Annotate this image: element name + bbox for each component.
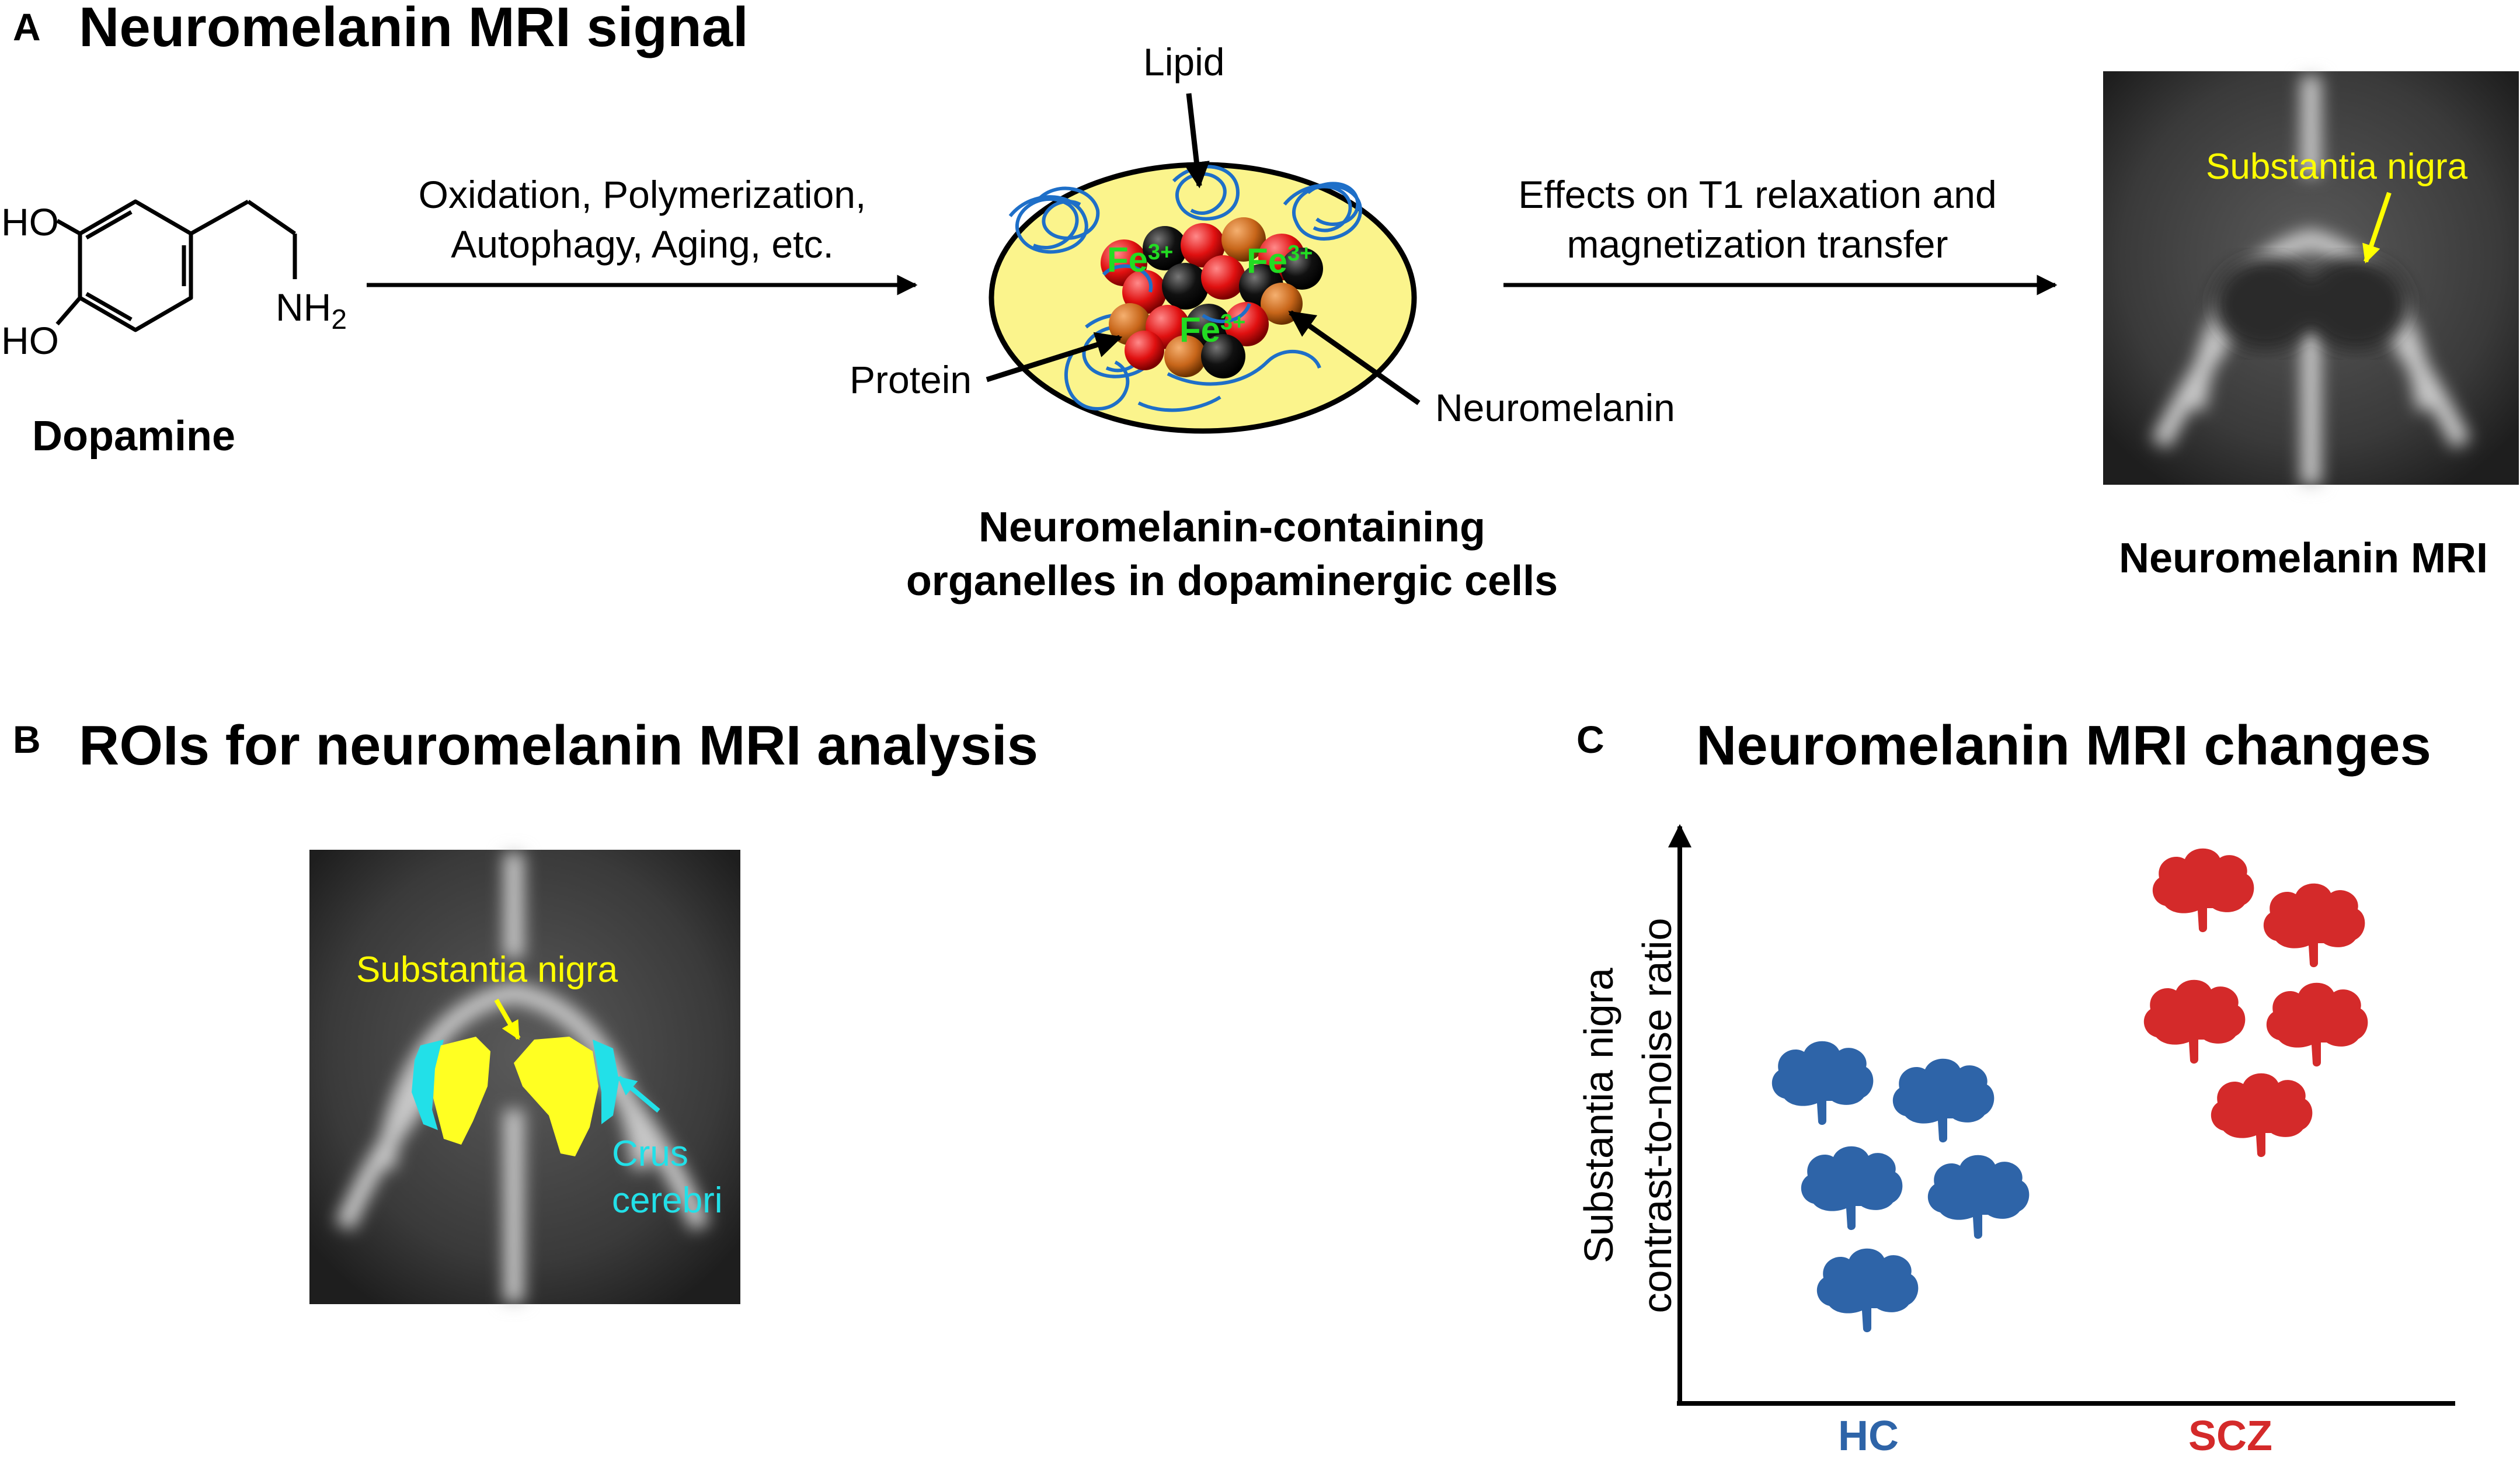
arrow1-label-line2: Autophagy, Aging, etc. bbox=[451, 223, 834, 266]
scz-brain-marker bbox=[2263, 883, 2365, 968]
hydroxyl-top-label: HO bbox=[1, 200, 59, 244]
organelle-caption-line2: organelles in dopaminergic cells bbox=[906, 558, 1558, 604]
scz-brain-marker bbox=[2152, 848, 2254, 933]
hc-brain-marker bbox=[1892, 1058, 1995, 1143]
panel-letter-b: B bbox=[13, 718, 41, 761]
x-category-hc: HC bbox=[1838, 1413, 1899, 1459]
neuromelanin-label: Neuromelanin bbox=[1435, 386, 1675, 429]
dopamine-structure bbox=[55, 199, 297, 332]
fe3-label-1: Fe3+ bbox=[1107, 240, 1174, 279]
mri-caption: Neuromelanin MRI bbox=[2118, 535, 2488, 582]
crus-cerebri-right bbox=[593, 1040, 619, 1124]
arrow2-label-line2: magnetization transfer bbox=[1567, 223, 1948, 266]
hydroxyl-bottom-label: HO bbox=[1, 319, 59, 362]
organelle-illustration bbox=[988, 162, 1417, 434]
x-category-scz: SCZ bbox=[2188, 1413, 2272, 1459]
fe3-label-2: Fe3+ bbox=[1247, 241, 1313, 280]
scz-brain-marker bbox=[2266, 982, 2368, 1067]
dopamine-label: Dopamine bbox=[32, 413, 236, 460]
hc-brain-marker bbox=[1927, 1155, 2030, 1239]
fe3-label-3: Fe3+ bbox=[1179, 310, 1246, 349]
roi-substantia-nigra-label: Substantia nigra bbox=[356, 950, 618, 990]
crus-cerebri-left bbox=[412, 1040, 444, 1130]
substantia-nigra-left bbox=[433, 1037, 490, 1145]
panel-letter-c: C bbox=[1576, 718, 1604, 761]
y-axis-label-line2: contrast-to-noise ratio bbox=[1634, 918, 1680, 1313]
arrow-protein bbox=[986, 332, 1123, 383]
panel-a-title: Neuromelanin MRI signal bbox=[79, 0, 749, 58]
protein-label: Protein bbox=[850, 358, 972, 401]
substantia-nigra-right bbox=[514, 1037, 598, 1156]
arrow2-label-line1: Effects on T1 relaxation and bbox=[1518, 173, 1997, 216]
scz-points bbox=[2143, 848, 2368, 1158]
scz-brain-marker bbox=[2143, 979, 2246, 1064]
scz-brain-marker bbox=[2211, 1073, 2313, 1158]
panel-b-title: ROIs for neuromelanin MRI analysis bbox=[79, 714, 1039, 777]
hc-points bbox=[1771, 1041, 2030, 1333]
panel-c-title: Neuromelanin MRI changes bbox=[1696, 714, 2431, 777]
roi-crus-label-line2: cerebri bbox=[612, 1180, 723, 1221]
y-axis-label: Substantia nigra contrast-to-noise ratio bbox=[1569, 882, 1686, 1349]
amine-label: NH2 bbox=[276, 286, 347, 336]
hc-brain-marker bbox=[1771, 1041, 1874, 1125]
organelle-caption-line1: Neuromelanin-containing bbox=[978, 504, 1486, 551]
arrow-lipid bbox=[1184, 93, 1210, 189]
roi-crus-label-line1: Crus bbox=[612, 1134, 688, 1174]
lipid-label: Lipid bbox=[1143, 40, 1225, 84]
arrow1-label-line1: Oxidation, Polymerization, bbox=[418, 173, 866, 216]
mri-image-top bbox=[2103, 71, 2519, 485]
arrow-neuromelanin bbox=[1288, 310, 1421, 405]
mri-image-rois bbox=[309, 850, 740, 1304]
panel-letter-a: A bbox=[13, 5, 41, 48]
hc-brain-marker bbox=[1816, 1248, 1919, 1333]
chart-axes bbox=[1668, 824, 2455, 1406]
hc-brain-marker bbox=[1801, 1146, 1903, 1231]
y-axis-label-line1: Substantia nigra bbox=[1576, 968, 1621, 1263]
mri-substantia-nigra-label: Substantia nigra bbox=[2206, 147, 2468, 187]
